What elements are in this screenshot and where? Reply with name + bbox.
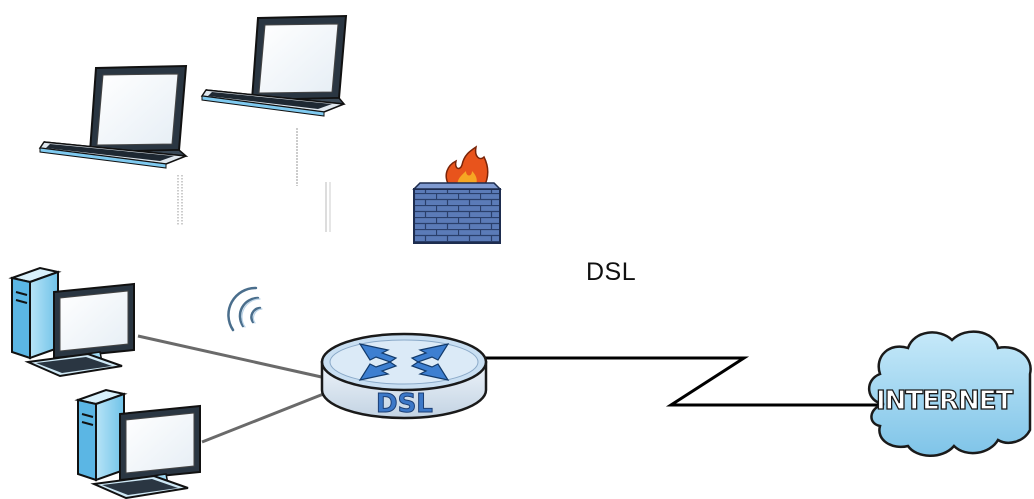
desktop-computer-icon bbox=[74, 388, 201, 499]
router-icon: DSL bbox=[320, 332, 488, 420]
lan-cables bbox=[137, 334, 327, 444]
dsl-link-line bbox=[484, 356, 880, 407]
laptop-icon bbox=[38, 64, 189, 169]
cloud-icon: INTERNET bbox=[868, 330, 1032, 457]
firewall-icon bbox=[412, 145, 502, 244]
cloud-label: INTERNET bbox=[876, 386, 1013, 416]
dsl-link-label: DSL bbox=[586, 258, 637, 286]
router-label: DSL bbox=[376, 389, 433, 419]
wireless-signal-icon bbox=[227, 286, 263, 332]
desktop-computer-icon bbox=[8, 266, 135, 378]
wireless-links bbox=[177, 128, 331, 232]
laptop-icon bbox=[200, 14, 348, 117]
